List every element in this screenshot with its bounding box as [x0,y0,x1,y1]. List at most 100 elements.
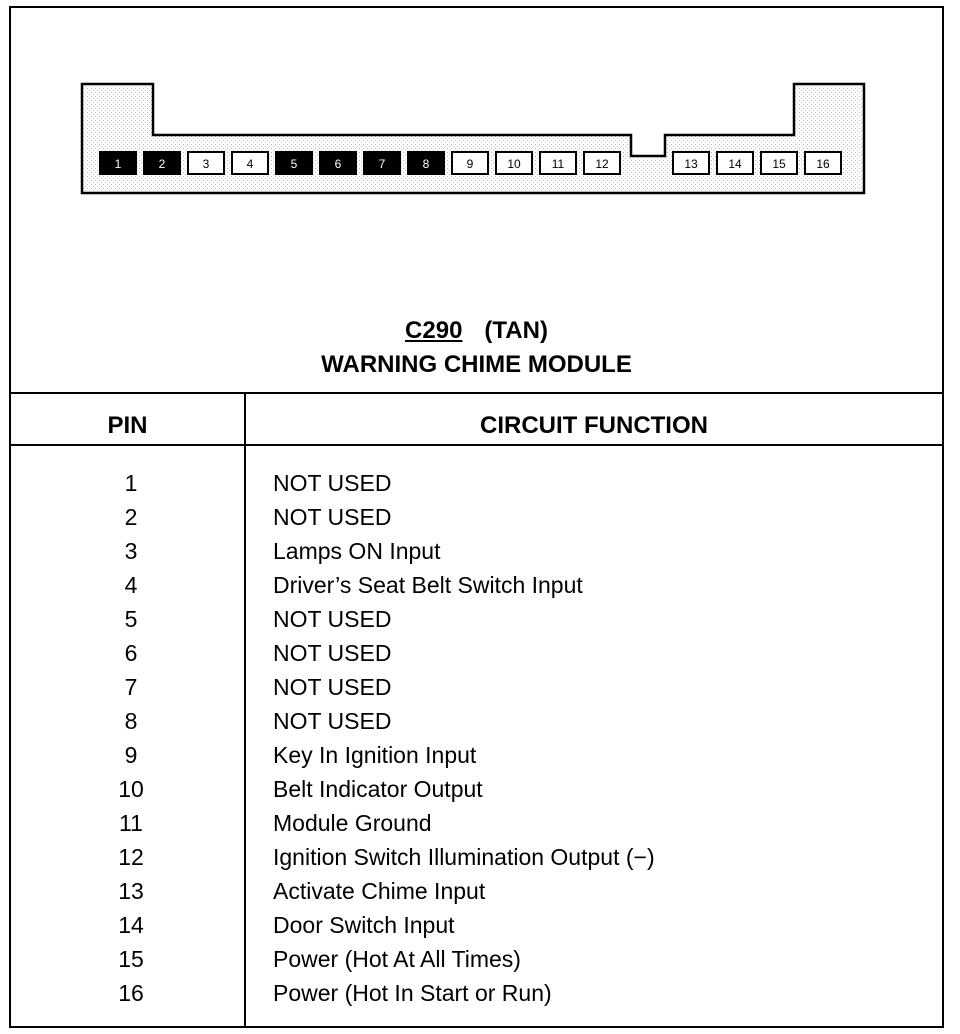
pin-cavity-label: 10 [507,157,521,171]
pin-number: 11 [119,810,143,836]
table-row: 8 NOT USED [11,704,942,738]
circuit-function: NOT USED [273,470,392,496]
circuit-function: NOT USED [273,504,392,530]
pin-cavity-label: 13 [684,157,698,171]
connector-title-block: C290 (TAN) WARNING CHIME MODULE [11,314,942,382]
pin-cavity-box [760,151,798,175]
connector-code: C290 [405,317,463,344]
pin-cavity-label: 3 [203,157,210,171]
pin-cavity: 7 [363,151,401,175]
pin-cavity: 8 [407,151,445,175]
table-row: 4 Driver’s Seat Belt Switch Input [11,568,942,602]
circuit-function: Module Ground [273,810,432,836]
pin-cavity: 5 [275,151,313,175]
pin-number: 1 [124,470,138,496]
pin-cavity-box [539,151,577,175]
pin-cavity-box [99,151,137,175]
pin-number: 2 [124,504,138,530]
circuit-function: NOT USED [273,640,392,666]
pin-cavity: 9 [451,151,489,175]
pin-cavity-label: 16 [816,157,830,171]
pin-cavity-label: 11 [552,157,565,171]
pin-number: 8 [124,708,138,734]
table-row: 7 NOT USED [11,670,942,704]
pin-cavity-box [407,151,445,175]
pin-number: 7 [124,674,138,700]
pin-number: 5 [124,606,138,632]
circuit-function: Door Switch Input [273,912,455,938]
connector-name: WARNING CHIME MODULE [321,351,632,378]
circuit-function: Ignition Switch Illumination Output (−) [273,844,655,870]
pin-cavity-box [451,151,489,175]
pin-cavity-label: 1 [115,157,122,171]
circuit-function: Lamps ON Input [273,538,441,564]
circuit-function: NOT USED [273,708,392,734]
column-divider [244,392,246,1026]
pin-cavity: 6 [319,151,357,175]
pin-cavity: 13 [672,151,710,175]
circuit-function: Power (Hot In Start or Run) [273,980,552,1006]
pin-cavity: 10 [495,151,533,175]
pin-cavity: 2 [143,151,181,175]
pin-cavity-label: 14 [728,157,742,171]
table-row: 1 NOT USED [11,466,942,500]
table-row: 6 NOT USED [11,636,942,670]
pin-number: 6 [124,640,138,666]
pin-cavity-label: 5 [291,157,298,171]
connector-color: (TAN) [484,317,548,344]
circuit-function: Key In Ignition Input [273,742,477,768]
pin-cavity-box [583,151,621,175]
function-column-header: CIRCUIT FUNCTION [480,412,708,439]
pin-number: 10 [118,776,144,802]
pin-cavity-label: 15 [772,157,786,171]
pin-number: 14 [118,912,144,938]
circuit-function: Activate Chime Input [273,878,486,904]
pin-cavity-label: 8 [423,157,430,171]
connector-outline [80,82,866,195]
pin-cavity-label: 4 [247,157,254,171]
pin-cavity: 14 [716,151,754,175]
pin-number: 4 [124,572,138,598]
pin-cavity-box [716,151,754,175]
divider-header [11,444,942,446]
pin-cavity: 4 [231,151,269,175]
pin-cavity: 3 [187,151,225,175]
pin-cavity: 11 [539,151,577,175]
pin-cavity-label: 12 [595,157,609,171]
table-row: 13 Activate Chime Input [11,874,942,908]
circuit-function: NOT USED [273,674,392,700]
pin-cavity-box [319,151,357,175]
pin-column-header: PIN [107,412,148,439]
table-row: 10 Belt Indicator Output [11,772,942,806]
pin-cavity-label: 6 [335,157,342,171]
pin-cavity-label: 2 [159,157,166,171]
pin-cavity-box [143,151,181,175]
circuit-function: NOT USED [273,606,392,632]
pin-cavity: 12 [583,151,621,175]
pin-cavity: 1 [99,151,137,175]
pin-cavity: 15 [760,151,798,175]
circuit-function: Driver’s Seat Belt Switch Input [273,572,583,598]
pin-number: 9 [124,742,138,768]
pin-cavity-box [804,151,842,175]
pin-number: 15 [118,946,144,972]
pin-number: 13 [118,878,144,904]
circuit-function: Belt Indicator Output [273,776,483,802]
table-row: 2 NOT USED [11,500,942,534]
pin-cavity-label: 9 [467,157,474,171]
divider-top [11,392,942,394]
pin-cavity-label: 7 [379,157,386,171]
table-row: 5 NOT USED [11,602,942,636]
pin-cavity-box [187,151,225,175]
pin-cavity-box [363,151,401,175]
pin-cavity: 16 [804,151,842,175]
connector-id-line: C290 (TAN) [11,314,942,348]
